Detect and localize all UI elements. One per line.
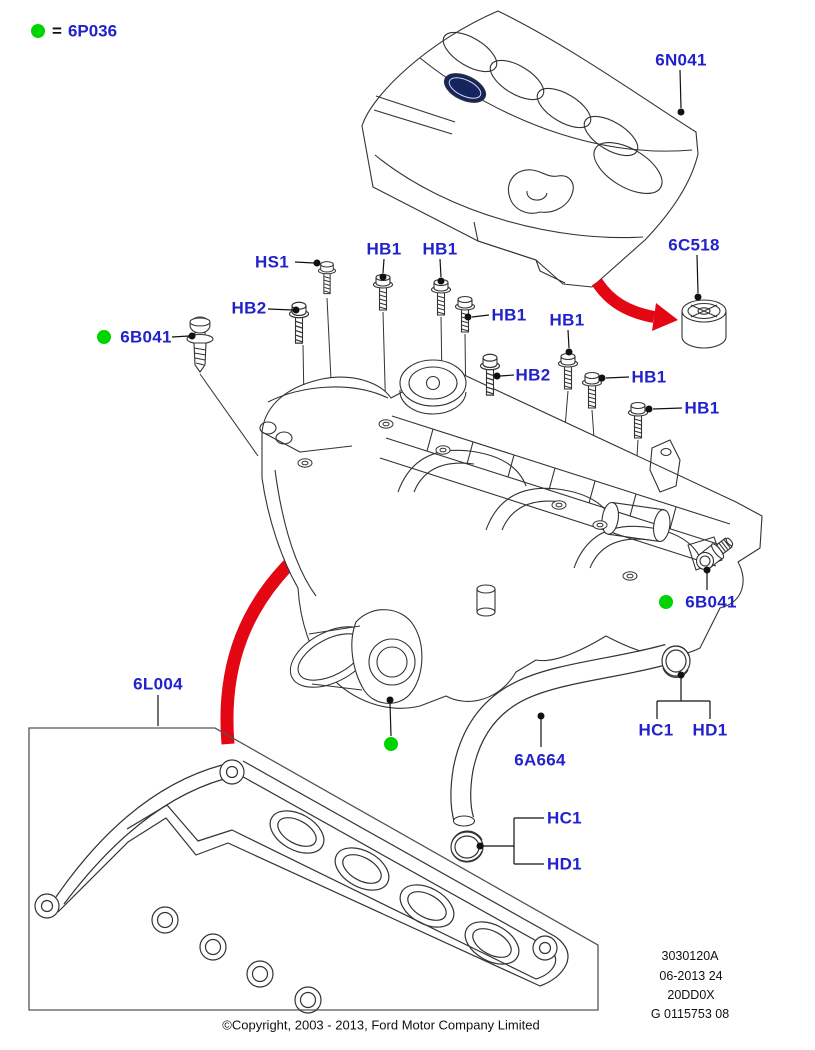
- catalog-code: 20DD0X: [667, 987, 715, 1002]
- label-bolt-hb1-a[interactable]: HB1: [366, 239, 402, 259]
- label-bolt-hb1-d[interactable]: HB1: [549, 310, 585, 330]
- engine-cover-drawing: [361, 10, 699, 288]
- label-screw-hs1[interactable]: HS1: [255, 252, 289, 272]
- clamp-right: [661, 645, 691, 678]
- label-clamp-right-hc1[interactable]: HC1: [638, 720, 674, 740]
- gasket-drawing: [34, 759, 569, 1014]
- spacer-sleeve: [476, 584, 496, 617]
- label-bolt-hb2-b[interactable]: HB2: [515, 365, 551, 385]
- part-marker-6p036-a: [97, 330, 111, 344]
- clamp-bottom: [450, 830, 484, 863]
- label-stud-6b041-a[interactable]: 6B041: [120, 327, 172, 347]
- label-bolt-hb1-f[interactable]: HB1: [684, 398, 720, 418]
- label-anchor-dots: [188, 108, 711, 850]
- part-marker-6p036-c: [384, 737, 398, 751]
- stud-6b041: [186, 316, 214, 373]
- label-gasket-6l004[interactable]: 6L004: [133, 674, 183, 694]
- label-bolt-hb1-c[interactable]: HB1: [491, 305, 527, 325]
- legend-part-number: 6P036: [67, 21, 118, 41]
- reference-number: G 0115753 08: [650, 1006, 730, 1021]
- legend-equals: =: [52, 21, 62, 41]
- bushing-drawing: [681, 299, 727, 349]
- label-bolt-hb1-e[interactable]: HB1: [631, 367, 667, 387]
- label-bolt-hb2-a[interactable]: HB2: [231, 298, 267, 318]
- label-valve-6b041-b[interactable]: 6B041: [685, 592, 737, 612]
- gasket-box: [28, 727, 599, 1011]
- revision-date: 06-2013 24: [659, 968, 723, 983]
- throttle-flange: [289, 609, 423, 704]
- label-hose-6a664[interactable]: 6A664: [514, 750, 566, 770]
- drawing-number: 3030120A: [661, 948, 719, 963]
- ford-badge: [443, 73, 487, 103]
- copyright-notice: ©Copyright, 2003 - 2013, Ford Motor Comp…: [222, 1017, 540, 1033]
- label-bolt-hb1-b[interactable]: HB1: [422, 239, 458, 259]
- legend-6p036-marker-dot: [31, 24, 45, 38]
- manifold-drawing: [259, 359, 763, 709]
- oil-filler-cap: [399, 359, 467, 415]
- red-arrow-cover-to-bushing: [591, 278, 678, 331]
- label-clamp-bottom-hc1[interactable]: HC1: [547, 808, 582, 828]
- label-bushing-6c518[interactable]: 6C518: [668, 235, 720, 255]
- label-leader-lines: [157, 69, 711, 865]
- part-marker-6p036-b: [659, 595, 673, 609]
- pcv-valve-drawing: [695, 537, 734, 571]
- hose-drawing: [450, 643, 671, 827]
- label-engine-cover-6n041[interactable]: 6N041: [655, 50, 707, 70]
- legend-6p036: =6P036: [52, 23, 117, 40]
- label-clamp-right-hd1[interactable]: HD1: [692, 720, 728, 740]
- label-clamp-bottom-hd1[interactable]: HD1: [547, 854, 582, 874]
